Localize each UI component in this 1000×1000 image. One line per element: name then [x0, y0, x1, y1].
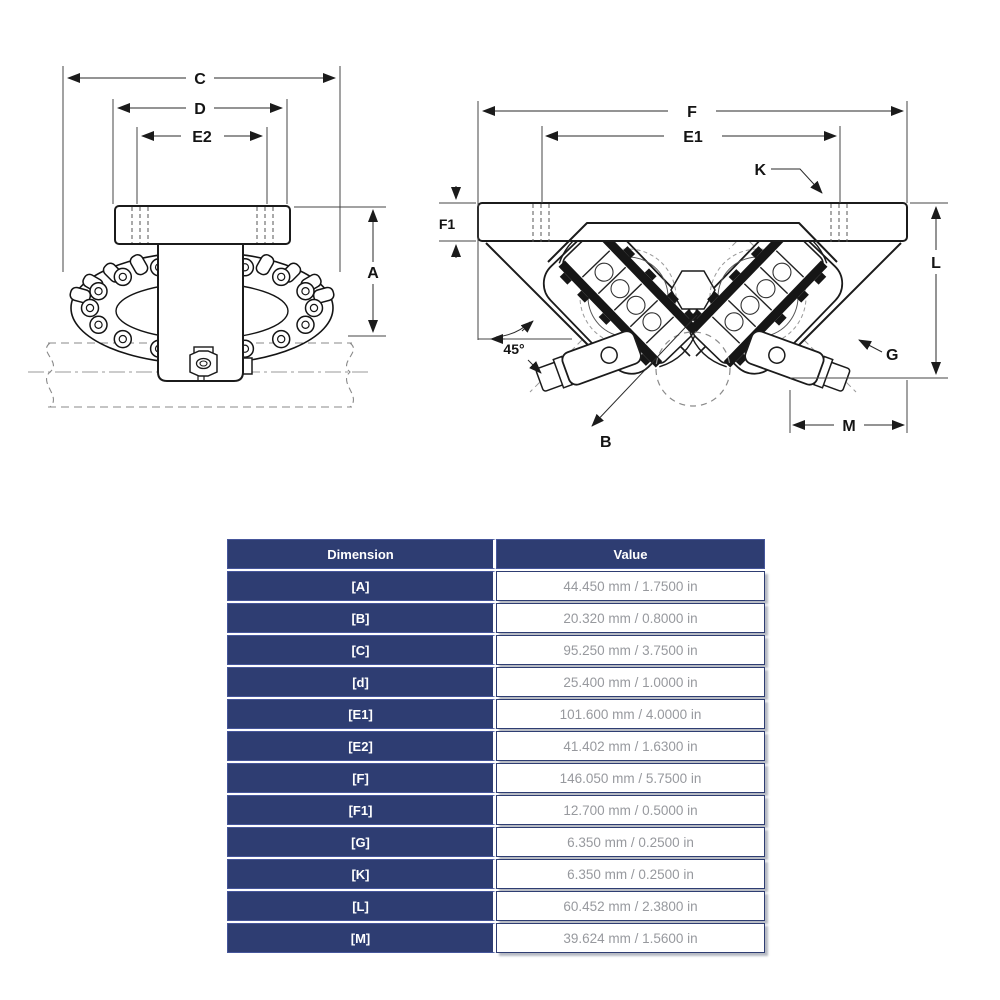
dim-label-b: B — [600, 434, 612, 451]
dimension-D: D — [112, 99, 288, 204]
dimension-M: M — [789, 380, 908, 435]
side-view: C D E2 A — [28, 66, 386, 408]
table-row: [B]20.320 mm / 0.8000 in — [227, 603, 765, 633]
value-cell: 60.452 mm / 2.3800 in — [496, 891, 765, 921]
value-cell: 146.050 mm / 5.7500 in — [496, 763, 765, 793]
center-hex-nut — [670, 270, 716, 310]
dim-label-f1: F1 — [439, 216, 456, 232]
dimension-L: L — [790, 202, 948, 379]
table-row: [G]6.350 mm / 0.2500 in — [227, 827, 765, 857]
value-cell: 6.350 mm / 0.2500 in — [496, 827, 765, 857]
table-row: [F1]12.700 mm / 0.5000 in — [227, 795, 765, 825]
value-cell: 25.400 mm / 1.0000 in — [496, 667, 765, 697]
technical-drawing: C D E2 A — [28, 66, 948, 451]
leader-K: K — [754, 162, 823, 194]
dim-label-m: M — [842, 418, 855, 435]
table-row: [A]44.450 mm / 1.7500 in — [227, 571, 765, 601]
dimension-cell: [E1] — [227, 699, 496, 729]
end-view: F E1 F1 K L — [439, 101, 948, 451]
dimension-cell: [A] — [227, 571, 496, 601]
value-cell: 6.350 mm / 0.2500 in — [496, 859, 765, 889]
value-cell: 44.450 mm / 1.7500 in — [496, 571, 765, 601]
dimension-E1: E1 — [541, 126, 841, 203]
dim-label-c: C — [194, 71, 206, 88]
table-row: [E2]41.402 mm / 1.6300 in — [227, 731, 765, 761]
plate-hole-hidden-lines — [532, 204, 848, 242]
casting-ridge — [547, 222, 838, 263]
table-row: [d]25.400 mm / 1.0000 in — [227, 667, 765, 697]
dim-label-g: G — [886, 347, 898, 364]
drawing-svg: C D E2 A — [28, 66, 948, 451]
spec-table-section: Dimension Value [A]44.450 mm / 1.7500 in… — [227, 537, 765, 955]
table-row: [F]146.050 mm / 5.7500 in — [227, 763, 765, 793]
value-cell: 95.250 mm / 3.7500 in — [496, 635, 765, 665]
dimension-cell: [B] — [227, 603, 496, 633]
leader-G: G — [858, 339, 898, 364]
clamp-body — [157, 243, 253, 382]
dimension-cell: [F1] — [227, 795, 496, 825]
pad-thickness-arrow — [527, 359, 542, 374]
dimension-cell: [L] — [227, 891, 496, 921]
value-cell: 12.700 mm / 0.5000 in — [496, 795, 765, 825]
pipe-cross-section — [655, 331, 731, 407]
table-row: [C]95.250 mm / 3.7500 in — [227, 635, 765, 665]
dimension-F: F — [477, 101, 908, 340]
dim-label-l: L — [931, 255, 941, 272]
header-dimension: Dimension — [227, 539, 496, 569]
mounting-plate — [114, 205, 291, 245]
dim-label-k: K — [754, 162, 766, 179]
table-row: [K]6.350 mm / 0.2500 in — [227, 859, 765, 889]
dim-label-45: 45° — [503, 341, 524, 357]
dim-label-e2: E2 — [192, 129, 212, 146]
angle-45: 45° — [478, 320, 572, 357]
dim-label-e1: E1 — [683, 129, 703, 146]
dimension-cell: [F] — [227, 763, 496, 793]
dimension-cell: [E2] — [227, 731, 496, 761]
plate-hole-hidden-lines — [131, 207, 274, 243]
dimension-cell: [M] — [227, 923, 496, 953]
dimension-cell: [G] — [227, 827, 496, 857]
dimension-E2: E2 — [136, 127, 268, 204]
dim-label-a: A — [367, 265, 379, 282]
dim-label-d: D — [194, 101, 206, 118]
dimension-cell: [C] — [227, 635, 496, 665]
table-row: [L]60.452 mm / 2.3800 in — [227, 891, 765, 921]
body-slant-edges — [485, 242, 902, 359]
header-value: Value — [496, 539, 765, 569]
table-header-row: Dimension Value — [227, 539, 765, 569]
dimension-cell: [d] — [227, 667, 496, 697]
hex-bolt — [189, 350, 218, 377]
dim-label-f: F — [687, 104, 697, 121]
value-cell: 39.624 mm / 1.5600 in — [496, 923, 765, 953]
dimension-cell: [K] — [227, 859, 496, 889]
dimension-A: A — [294, 206, 386, 337]
dimension-C: C — [62, 66, 341, 272]
value-cell: 20.320 mm / 0.8000 in — [496, 603, 765, 633]
leader-B: B — [591, 314, 698, 451]
value-cell: 41.402 mm / 1.6300 in — [496, 731, 765, 761]
dimension-table: Dimension Value [A]44.450 mm / 1.7500 in… — [227, 537, 765, 955]
table-row: [E1]101.600 mm / 4.0000 in — [227, 699, 765, 729]
table-row: [M]39.624 mm / 1.5600 in — [227, 923, 765, 953]
value-cell: 101.600 mm / 4.0000 in — [496, 699, 765, 729]
dimension-F1: F1 — [439, 186, 476, 258]
